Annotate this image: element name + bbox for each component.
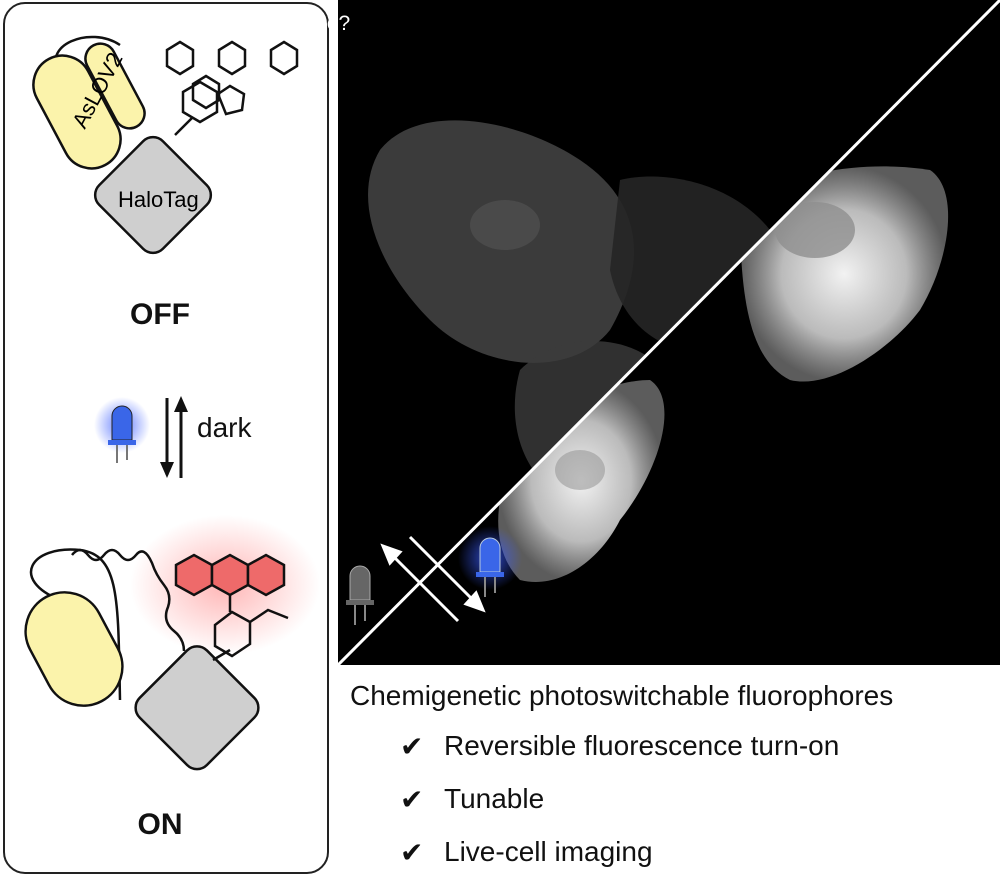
blue-led-micrograph-icon xyxy=(458,526,522,597)
halotag-domain-on xyxy=(134,645,260,771)
split-diagonal xyxy=(338,0,1000,665)
off-fluorophore xyxy=(165,40,299,124)
blue-led-icon xyxy=(94,397,150,463)
checkmark-icon: ✔ xyxy=(400,784,424,815)
checkmark-icon: ✔ xyxy=(400,837,424,868)
switch-arrows xyxy=(160,396,188,478)
on-state-label: ON xyxy=(137,808,183,841)
aslov2-domain-on xyxy=(24,591,124,707)
on-wavy-linker xyxy=(71,548,186,652)
micrograph-title: Can you switch on the light, please? xyxy=(14,12,351,35)
on-fluorophore xyxy=(174,553,289,658)
feature-item: ✔ Live-cell imaging xyxy=(400,836,839,889)
feature-text: Live-cell imaging xyxy=(444,836,653,867)
aslov2-domain xyxy=(32,54,122,170)
off-state-diagram: HaloTag AsLOV2 xyxy=(32,35,299,255)
gray-led-icon xyxy=(346,565,374,625)
caption-title: Chemigenetic photoswitchable fluorophore… xyxy=(350,680,894,711)
halotag-label-off: HaloTag xyxy=(118,187,199,212)
feature-list: ✔ Reversible fluorescence turn-on ✔ Tuna… xyxy=(400,730,839,889)
halotag-domain-off xyxy=(93,135,213,255)
checkmark-icon: ✔ xyxy=(400,731,424,762)
dark-reversion-label: dark xyxy=(197,412,252,443)
feature-item: ✔ Reversible fluorescence turn-on xyxy=(400,730,839,783)
feature-item: ✔ Tunable xyxy=(400,783,839,836)
on-state-diagram xyxy=(24,515,320,771)
feature-text: Tunable xyxy=(444,783,545,814)
feature-text: Reversible fluorescence turn-on xyxy=(444,730,840,761)
switch-arrow-micrograph xyxy=(380,535,486,623)
micrograph-image xyxy=(338,0,1000,665)
off-state-label: OFF xyxy=(130,298,190,331)
off-jalpha-helix xyxy=(84,42,146,130)
off-tether xyxy=(174,117,193,136)
